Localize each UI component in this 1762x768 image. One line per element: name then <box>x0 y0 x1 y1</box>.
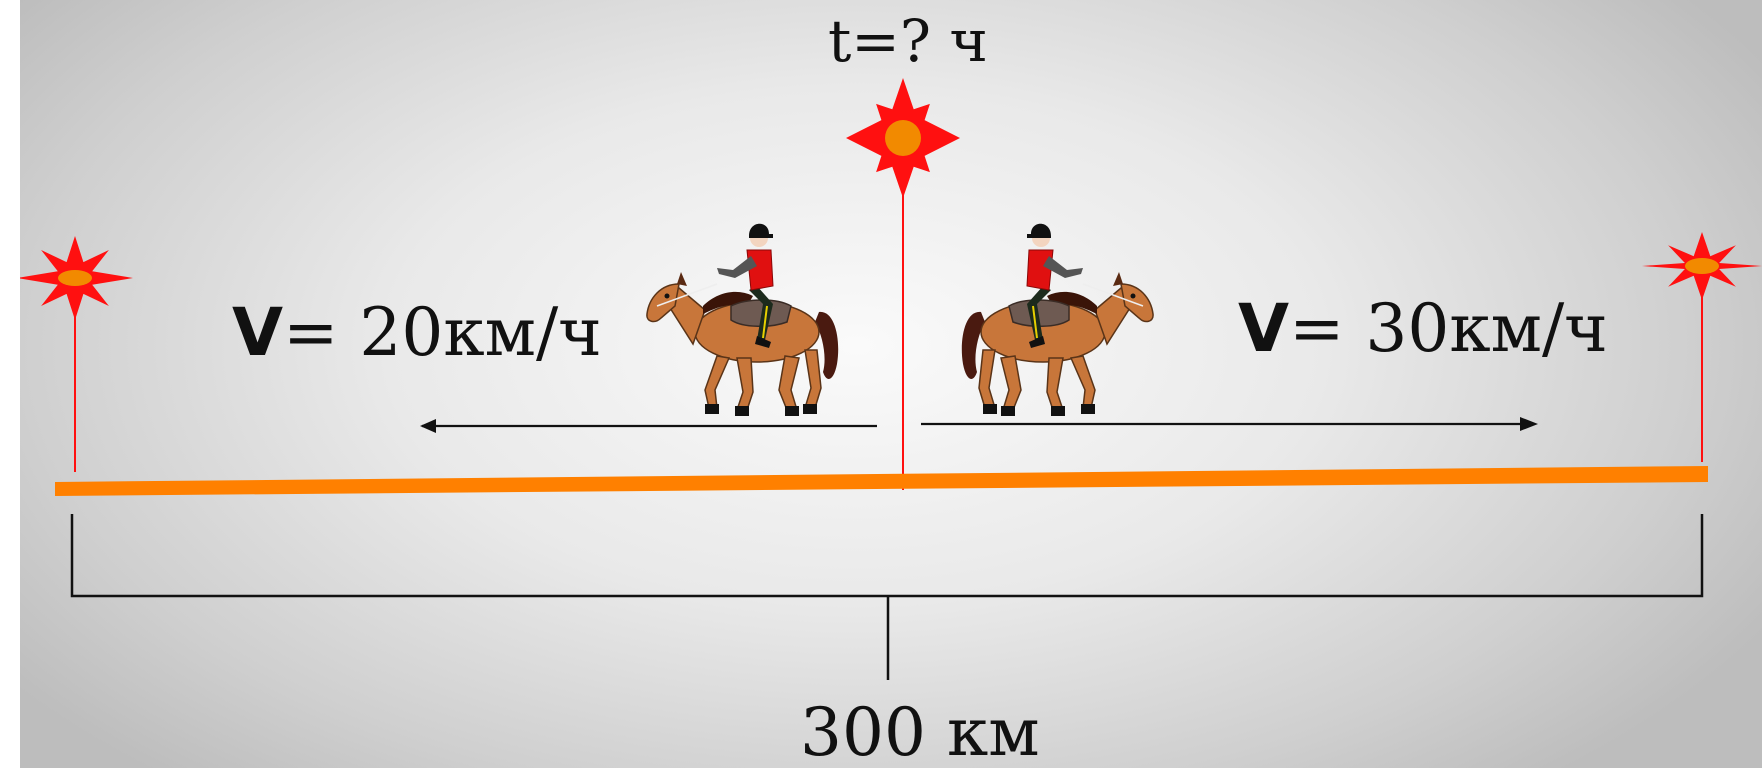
left-speed-label: V= 20км/ч <box>232 300 602 366</box>
left-speed-symbol: V <box>232 294 284 371</box>
arrow-left <box>420 419 877 433</box>
left-speed-value: = 20км/ч <box>283 294 602 371</box>
right-marker <box>1642 232 1762 462</box>
distance-label: 300 км <box>800 694 1040 768</box>
right-horse-rider <box>960 222 1155 417</box>
arrow-right <box>921 417 1538 431</box>
right-speed-symbol: V <box>1238 290 1290 367</box>
scene <box>20 78 1762 680</box>
road <box>55 466 1708 496</box>
time-question-label: t=? ч <box>828 7 988 75</box>
distance-bracket <box>70 514 1704 680</box>
left-marker <box>20 236 133 472</box>
right-speed-value: = 30км/ч <box>1289 290 1608 367</box>
slide: t=? ч V= 20км/ч V= 30км/ч 300 км <box>20 0 1762 768</box>
left-horse-rider <box>645 222 840 417</box>
meeting-marker <box>846 78 960 490</box>
right-speed-label: V= 30км/ч <box>1238 296 1608 362</box>
